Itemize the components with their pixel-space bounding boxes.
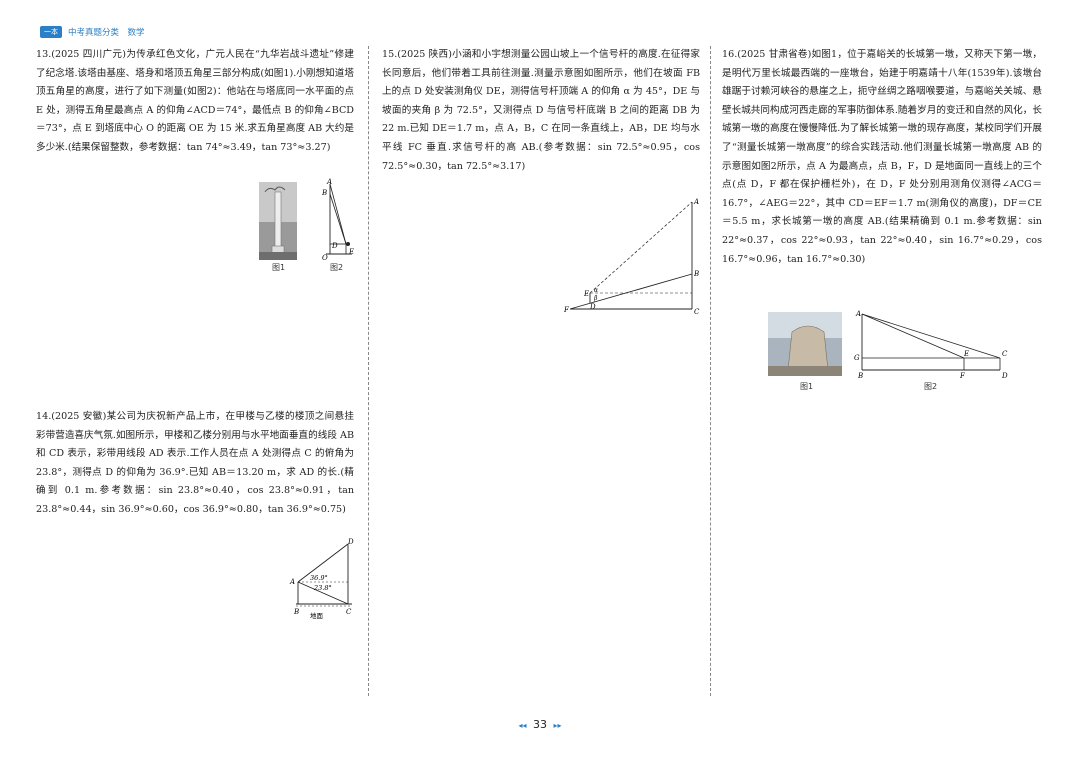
- svg-text:B: B: [857, 372, 863, 380]
- svg-text:D: D: [589, 303, 596, 311]
- q16-figure-2: A G B E F C D: [854, 310, 1008, 380]
- page-header: 一本 中考真题分类 数学: [40, 26, 145, 38]
- question-15: 15.(2025 陕西)小涵和小宇想测量公园山坡上一个信号杆的高度.在征得家长同…: [382, 49, 700, 172]
- svg-text:A: A: [855, 310, 861, 318]
- svg-text:D: D: [1001, 372, 1008, 380]
- prev-arrow-icon: ◂◂: [518, 721, 527, 730]
- question-14: 14.(2025 安徽)某公司为庆祝新产品上市，在甲楼与乙楼的楼顶之间悬挂彩带营…: [36, 411, 354, 515]
- svg-text:G: G: [854, 354, 860, 362]
- q13-figure-1-caption: 图1: [272, 263, 286, 272]
- svg-text:C: C: [1002, 350, 1008, 358]
- svg-text:F: F: [959, 372, 966, 380]
- svg-text:E: E: [348, 248, 354, 256]
- column-divider: [710, 46, 711, 696]
- svg-text:E: E: [583, 290, 589, 298]
- q16-figure-1-caption: 图1: [800, 382, 814, 391]
- svg-text:C: C: [694, 308, 700, 316]
- svg-text:B: B: [321, 189, 327, 197]
- svg-text:A: A: [289, 578, 295, 586]
- svg-text:D: D: [347, 538, 354, 546]
- header-text: 中考真题分类 数学: [68, 28, 145, 38]
- q14-angle-1: 36.9°: [310, 574, 328, 582]
- svg-text:α: α: [594, 287, 598, 294]
- svg-text:B: B: [293, 608, 299, 616]
- q14-ground-label: 地面: [310, 611, 324, 620]
- column-divider: [368, 46, 369, 696]
- page-number-bar: ◂◂ 33 ▸▸: [0, 718, 1080, 731]
- q14-angle-2: 23.8°: [313, 584, 332, 592]
- column-1-lower: 14.(2025 安徽)某公司为庆祝新产品上市，在甲楼与乙楼的楼顶之间悬挂彩带营…: [36, 408, 354, 520]
- column-2: 15.(2025 陕西)小涵和小宇想测量公园山坡上一个信号杆的高度.在征得家长同…: [382, 46, 700, 176]
- q15-figure: F E D α β A B C: [563, 198, 700, 316]
- column-1: 13.(2025 四川广元)为传承红色文化，广元人民在“九华岩战斗遗址”修建了纪…: [36, 46, 354, 158]
- q14-figure: A B C D 36.9° 23.8° 地面: [289, 538, 354, 620]
- question-13: 13.(2025 四川广元)为传承红色文化，广元人民在“九华岩战斗遗址”修建了纪…: [36, 49, 354, 153]
- svg-text:A: A: [326, 178, 332, 186]
- q13-figure-2: A B D E O: [321, 178, 354, 262]
- svg-text:D: D: [331, 242, 338, 250]
- svg-text:O: O: [322, 254, 328, 262]
- svg-text:E: E: [963, 350, 969, 358]
- next-arrow-icon: ▸▸: [553, 721, 562, 730]
- svg-text:C: C: [346, 608, 352, 616]
- q16-figure-2-caption: 图2: [924, 382, 938, 391]
- series-logo: 一本: [40, 26, 62, 38]
- q16-figure-1-photo: [768, 312, 842, 376]
- svg-text:A: A: [693, 198, 699, 206]
- svg-text:F: F: [563, 306, 570, 314]
- question-16: 16.(2025 甘肃省卷)如图1，位于嘉峪关的长城第一墩，又称天下第一墩，是明…: [722, 49, 1042, 265]
- svg-text:B: B: [693, 270, 699, 278]
- q13-figure-2-caption: 图2: [330, 263, 344, 272]
- svg-text:β: β: [593, 295, 598, 302]
- page-number: 33: [533, 718, 547, 731]
- column-3: 16.(2025 甘肃省卷)如图1，位于嘉峪关的长城第一墩，又称天下第一墩，是明…: [722, 46, 1042, 269]
- q13-figure-1-photo: [259, 182, 297, 260]
